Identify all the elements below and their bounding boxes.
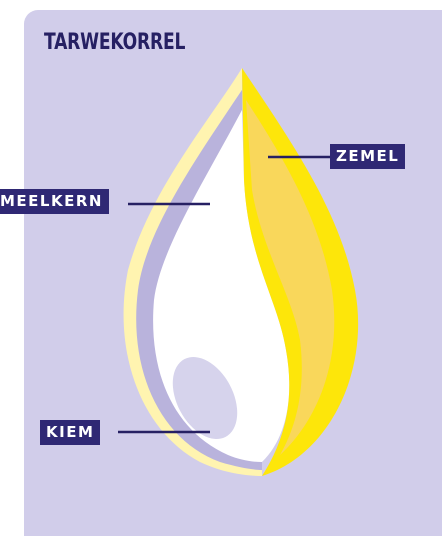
label-meelkern: MEELKERN bbox=[0, 189, 109, 214]
label-kiem: KIEM bbox=[40, 420, 100, 445]
label-zemel: ZEMEL bbox=[330, 144, 405, 169]
